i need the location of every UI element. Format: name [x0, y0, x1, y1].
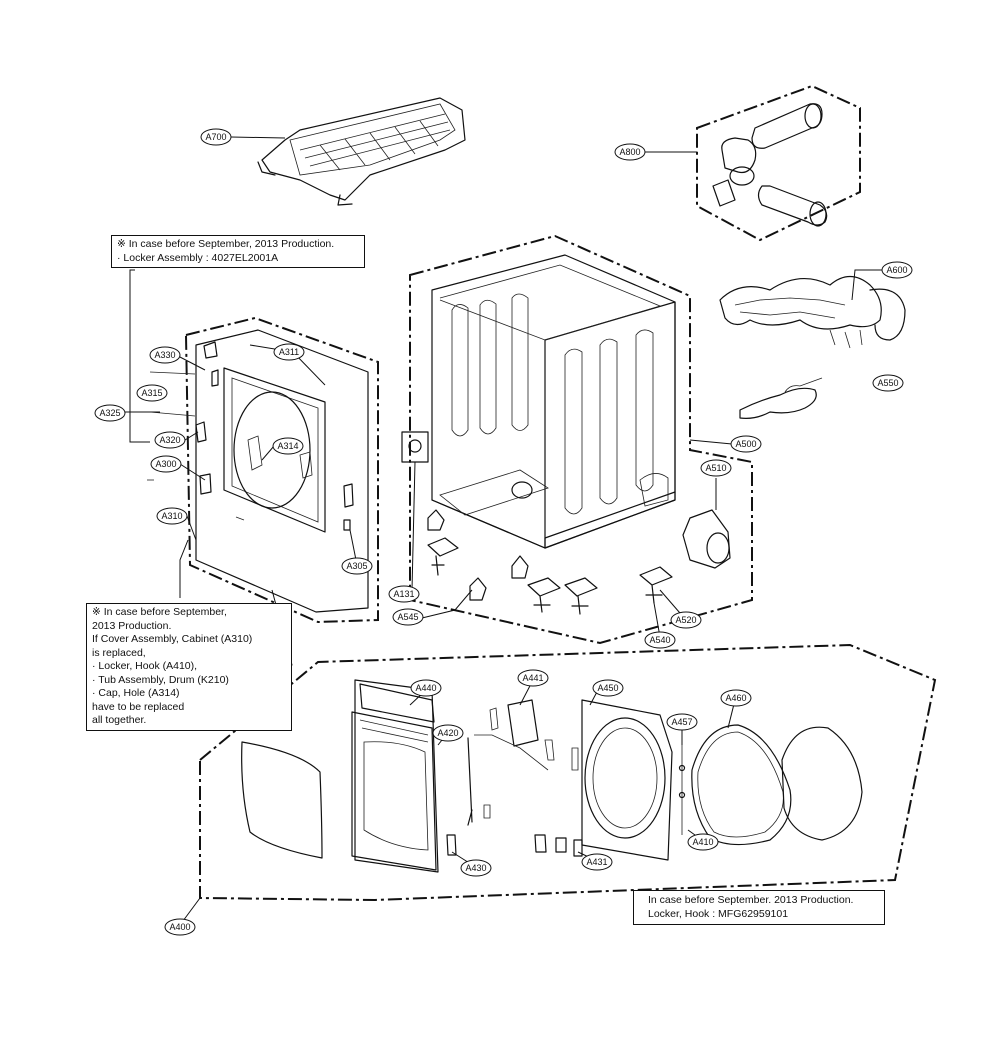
group-door-outline — [199, 643, 937, 902]
part-a441-bracket — [467, 699, 555, 826]
callout-a420: A420 — [432, 724, 464, 742]
part-a440-handle — [359, 683, 435, 723]
callout-a300: A300 — [150, 455, 182, 473]
svg-text:A131: A131 — [393, 589, 414, 599]
callout-a330: A330 — [149, 346, 181, 364]
svg-text:A545: A545 — [397, 612, 418, 622]
svg-text:A431: A431 — [586, 857, 607, 867]
group-front-panel-outline — [184, 316, 379, 624]
svg-text:A800: A800 — [619, 147, 640, 157]
note-line: · Cap, Hole (A314) — [92, 687, 180, 699]
callout-a540: A540 — [644, 631, 676, 649]
note-line: ※ In case before September, — [92, 606, 227, 618]
svg-text:A315: A315 — [141, 388, 162, 398]
note-line: 2013 Production. — [92, 619, 172, 632]
callout-a510: A510 — [700, 459, 732, 477]
note-line: all together. — [92, 714, 147, 726]
part-a310-front-cover — [147, 329, 369, 613]
part-a430-a431-hinges — [446, 834, 583, 857]
callout-a410: A410 — [687, 833, 719, 851]
svg-text:A410: A410 — [692, 837, 713, 847]
note-locker-assembly: ※ In case before September, 2013 Product… — [111, 235, 365, 268]
svg-text:A600: A600 — [886, 265, 907, 275]
part-feet-brackets — [427, 509, 673, 615]
svg-text:A314: A314 — [277, 441, 298, 451]
part-a510-fan-housing — [682, 509, 731, 569]
callout-a800: A800 — [614, 143, 646, 161]
callout-a457: A457 — [666, 713, 698, 731]
svg-text:A325: A325 — [99, 408, 120, 418]
part-a600-wire-harness — [719, 275, 906, 419]
note-line: Locker, Hook : MFG62959101 — [648, 907, 789, 920]
callout-a600: A600 — [881, 261, 913, 279]
note-line: · Locker, Hook (A410), — [92, 660, 198, 672]
part-a460-gasket — [691, 724, 792, 846]
callout-a460: A460 — [720, 689, 752, 707]
callout-a305: A305 — [341, 557, 373, 575]
note-line: is replaced, — [92, 646, 146, 659]
part-a400-door-glass — [241, 741, 323, 859]
part-a700-top-plate — [257, 97, 466, 206]
svg-text:A430: A430 — [465, 863, 486, 873]
svg-text:A460: A460 — [725, 693, 746, 703]
svg-text:A450: A450 — [597, 683, 618, 693]
svg-text:A440: A440 — [415, 683, 436, 693]
callout-a545: A545 — [392, 608, 424, 626]
callout-a441: A441 — [517, 669, 549, 687]
svg-text:A510: A510 — [705, 463, 726, 473]
callout-a700: A700 — [200, 128, 232, 146]
callout-a440: A440 — [410, 679, 442, 697]
note-line: If Cover Assembly, Cabinet (A310) — [92, 633, 253, 645]
note-locker-hook: In case before September. 2013 Productio… — [633, 890, 885, 925]
callout-a131: A131 — [388, 585, 420, 603]
part-a800-duct-kit — [696, 84, 861, 242]
svg-text:A520: A520 — [675, 615, 696, 625]
part-a420-door-frame — [351, 679, 439, 873]
callout-a320: A320 — [154, 431, 186, 449]
svg-text:A305: A305 — [346, 561, 367, 571]
callout-a314: A314 — [272, 437, 304, 455]
note-line: In case before September. 2013 Productio… — [648, 894, 854, 906]
callout-a311: A311 — [273, 343, 305, 361]
svg-text:A500: A500 — [735, 439, 756, 449]
svg-text:A300: A300 — [155, 459, 176, 469]
callout-a325: A325 — [94, 404, 126, 422]
callout-a520: A520 — [670, 611, 702, 629]
part-a131-sensor — [401, 431, 429, 591]
part-door-seal-outer — [781, 726, 863, 841]
leaders-right — [230, 136, 882, 638]
svg-text:A540: A540 — [649, 635, 670, 645]
svg-text:A457: A457 — [671, 717, 692, 727]
note-line: ※ In case before September, 2013 Product… — [117, 238, 335, 250]
part-a450-inner-door — [571, 699, 673, 861]
callout-a310: A310 — [156, 507, 188, 525]
group-cabinet-outline — [409, 234, 753, 645]
part-a457-a410-latches — [678, 730, 686, 835]
callout-a500: A500 — [730, 435, 762, 453]
svg-text:A330: A330 — [154, 350, 175, 360]
svg-text:A441: A441 — [522, 673, 543, 683]
svg-text:A320: A320 — [159, 435, 180, 445]
svg-text:A700: A700 — [205, 132, 226, 142]
callout-a400: A400 — [164, 918, 196, 936]
part-a500-cabinet — [431, 254, 676, 549]
svg-text:A310: A310 — [161, 511, 182, 521]
callout-a430: A430 — [460, 859, 492, 877]
svg-text:A420: A420 — [437, 728, 458, 738]
note-line: · Tub Assembly, Drum (K210) — [92, 673, 229, 686]
svg-text:A400: A400 — [169, 922, 190, 932]
svg-text:A550: A550 — [877, 378, 898, 388]
callout-a550: A550 — [872, 374, 904, 392]
note-line: have to be replaced — [92, 700, 185, 713]
note-line: · Locker Assembly : 4027EL2001A — [117, 251, 279, 264]
callout-a431: A431 — [581, 853, 613, 871]
svg-text:A311: A311 — [279, 347, 299, 357]
note-cover-replacement: ※ In case before September, 2013 Product… — [86, 603, 292, 731]
callout-a315: A315 — [136, 384, 168, 402]
callout-a450: A450 — [592, 679, 624, 697]
